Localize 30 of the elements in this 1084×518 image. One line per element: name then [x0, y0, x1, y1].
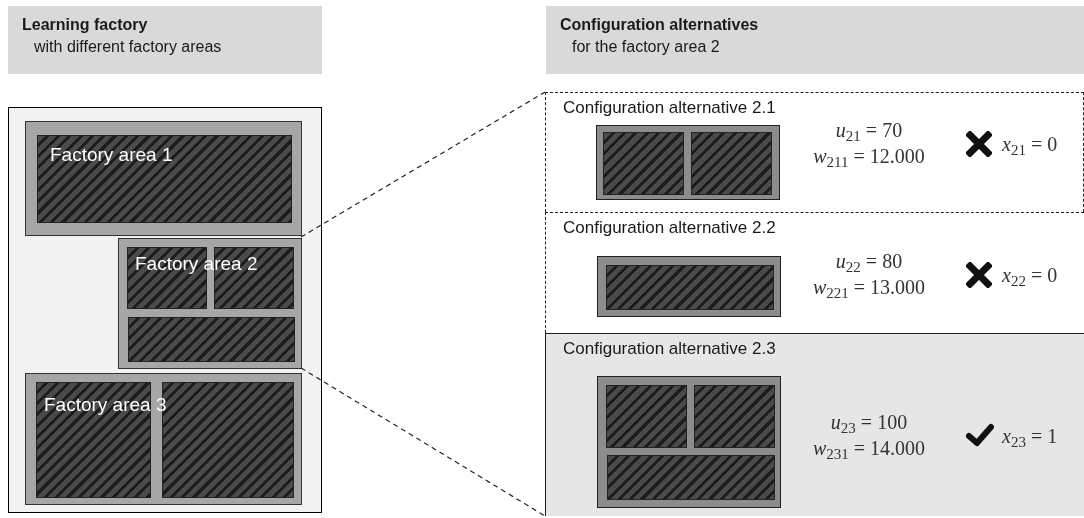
header-box — [8, 6, 322, 74]
formula: u$_{23}$ = 100 — [830, 410, 908, 435]
alternative-title: Configuration alternative 2.2 — [563, 217, 776, 239]
header-box — [546, 6, 1084, 74]
alternative-row — [545, 333, 1084, 516]
alternative-title: Configuration alternative 2.3 — [563, 338, 776, 360]
alternative-row — [545, 92, 1084, 212]
header-title: Configuration alternatives — [560, 15, 759, 35]
formula: w$_{211}$ = 12.000 — [813, 144, 925, 169]
alternative-row — [545, 212, 1084, 333]
factory-area-frame — [118, 238, 302, 369]
factory-area-frame — [25, 373, 302, 505]
zoom-line — [300, 91, 546, 238]
decision-formula: x$_{21}$ = 0 — [1002, 132, 1058, 157]
zoom-panel — [545, 92, 1084, 516]
formula: u$_{21}$ = 70 — [835, 118, 903, 143]
factory-layout-box — [8, 107, 322, 513]
decision-formula: x$_{23}$ = 1 — [1002, 424, 1058, 449]
formula: u$_{22}$ = 80 — [835, 249, 903, 274]
decision-formula: x$_{22}$ = 0 — [1002, 263, 1058, 288]
alternative-title: Configuration alternative 2.1 — [563, 97, 776, 119]
formula: w$_{221}$ = 13.000 — [812, 275, 926, 300]
factory-area-frame — [25, 121, 302, 236]
header-subtitle: with different factory areas — [33, 37, 222, 57]
header-subtitle: for the factory area 2 — [571, 37, 720, 57]
area-label: Factory area 2 — [135, 253, 258, 275]
formula: w$_{231}$ = 14.000 — [812, 436, 926, 461]
zoom-line — [300, 367, 546, 517]
area-label: Factory area 1 — [50, 144, 173, 166]
header-title: Learning factory — [22, 15, 148, 35]
